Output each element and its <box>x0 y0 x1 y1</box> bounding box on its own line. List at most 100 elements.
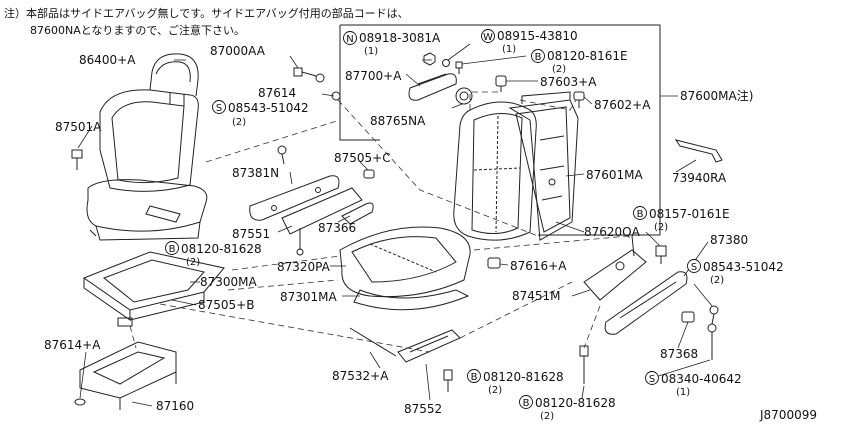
bolt-08120-c <box>579 345 589 384</box>
b-symbol-a <box>165 241 179 255</box>
s-symbol-b <box>687 259 701 273</box>
w-symbol-text: W <box>483 32 493 43</box>
qty-08120-c: (2) <box>540 411 554 422</box>
label-73940ra: 73940RA <box>672 171 727 185</box>
label-87368: 87368 <box>660 347 698 361</box>
qty-08915: (1) <box>502 44 516 55</box>
figure-id: J8700099 <box>759 408 817 422</box>
seat-assembly <box>86 53 208 241</box>
s-symbol-c-text: S <box>649 374 655 385</box>
bracket-87160 <box>79 341 177 410</box>
label-87451m: 87451M <box>512 289 561 303</box>
label-87505b: 87505+B <box>198 298 254 312</box>
seatback-cushion <box>453 101 537 241</box>
screw-08340 <box>707 323 717 360</box>
label-08915-43810: 08915-43810 <box>497 29 578 43</box>
bolt-87000aa <box>293 67 325 83</box>
cover-87505c <box>363 169 375 179</box>
label-08340-40642: 08340-40642 <box>661 372 742 386</box>
label-87160: 87160 <box>156 399 194 413</box>
clip-87603a <box>495 75 507 92</box>
seat-slide-87300ma <box>82 251 225 327</box>
label-87601ma: 87601MA <box>586 168 644 182</box>
label-87700a: 87700+A <box>345 69 402 83</box>
label-87000aa: 87000AA <box>210 44 266 58</box>
label-87366: 87366 <box>318 221 356 235</box>
label-87602a: 87602+A <box>594 98 651 112</box>
label-87320pa: 87320PA <box>277 260 331 274</box>
s-symbol-b-text: S <box>691 262 697 273</box>
seatback-group-box-left <box>339 25 380 141</box>
cover-87381n <box>249 175 340 221</box>
note-line-2: 87600NAとなりますので、ご注意下さい。 <box>30 23 245 37</box>
s-symbol-c <box>645 371 659 385</box>
label-08120-8161e: 08120-8161E <box>547 49 628 63</box>
qty-08157: (2) <box>654 222 668 233</box>
slide-87552 <box>397 329 461 363</box>
bolt-08120-8161e <box>455 61 463 74</box>
clip-87616a <box>487 257 501 269</box>
label-08120-81628-a: 08120-81628 <box>181 242 262 256</box>
label-08120-81628-b: 08120-81628 <box>483 370 564 384</box>
b-symbol-b-text: B <box>471 372 478 383</box>
label-87501a: 87501A <box>55 120 102 134</box>
bracket-87551 <box>281 187 363 256</box>
cover-87380 <box>604 271 688 335</box>
w-symbol <box>481 29 495 43</box>
bolt-87501a <box>71 149 83 170</box>
b-symbol-box <box>531 49 545 63</box>
bolt-08120-b <box>443 369 453 392</box>
label-87505c: 87505+C <box>334 151 391 165</box>
label-87532a: 87532+A <box>332 369 389 383</box>
label-87603a: 87603+A <box>540 75 597 89</box>
qty-08120-a: (2) <box>186 257 200 268</box>
bolt-08543-a <box>277 145 287 165</box>
wire-87532a <box>349 327 397 357</box>
label-08543-51042-a: 08543-51042 <box>228 101 309 115</box>
washer-08915 <box>442 59 450 67</box>
label-87300ma: 87300MA <box>200 275 258 289</box>
b-symbol-b <box>467 369 481 383</box>
seatback-group-box <box>340 24 661 236</box>
label-87551: 87551 <box>232 227 270 241</box>
s-symbol-a <box>212 100 226 114</box>
label-08157-0161e: 08157-0161E <box>649 207 730 221</box>
n-symbol <box>343 31 357 45</box>
recliner-87451m <box>583 235 647 301</box>
qty-08120-b: (2) <box>488 385 502 396</box>
armrest-87700a <box>408 73 457 101</box>
note-line-1: 注）本部品はサイドエアバッグ無しです。サイドエアバッグ付用の部品コードは、 <box>4 6 409 20</box>
label-87380: 87380 <box>710 233 748 247</box>
seat-cushion-87320pa <box>339 226 471 311</box>
b-symbol-right <box>633 206 647 220</box>
label-87614a: 87614+A <box>44 338 101 352</box>
s-symbol-a-text: S <box>216 103 222 114</box>
label-87614: 87614 <box>258 86 296 100</box>
bolt-08543-b <box>709 305 719 325</box>
qty-08543-a: (2) <box>232 117 246 128</box>
qty-08340: (1) <box>676 387 690 398</box>
nut-08918 <box>423 52 436 66</box>
n-symbol-text: N <box>346 34 353 45</box>
qty-08543-b: (2) <box>710 275 724 286</box>
label-88765na: 88765NA <box>370 114 426 128</box>
cap-87614a <box>74 398 86 406</box>
knob-88765na <box>455 87 473 105</box>
qty-08120-box: (2) <box>552 64 566 75</box>
knob-87366 <box>341 202 374 225</box>
clip-87602a <box>573 91 585 108</box>
cap-87368 <box>681 311 695 323</box>
label-87616a: 87616+A <box>510 259 567 273</box>
b-symbol-a-text: B <box>169 244 176 255</box>
label-86400a: 86400+A <box>79 53 136 67</box>
label-08918-3081a: 08918-3081A <box>359 31 441 45</box>
b-symbol-right-text: B <box>637 209 644 220</box>
handle-73940ra <box>674 139 723 163</box>
label-87552: 87552 <box>404 402 442 416</box>
b-symbol-c-text: B <box>523 398 530 409</box>
bolt-08157 <box>655 245 667 264</box>
label-08543-51042-b: 08543-51042 <box>703 260 784 274</box>
label-08120-81628-c: 08120-81628 <box>535 396 616 410</box>
